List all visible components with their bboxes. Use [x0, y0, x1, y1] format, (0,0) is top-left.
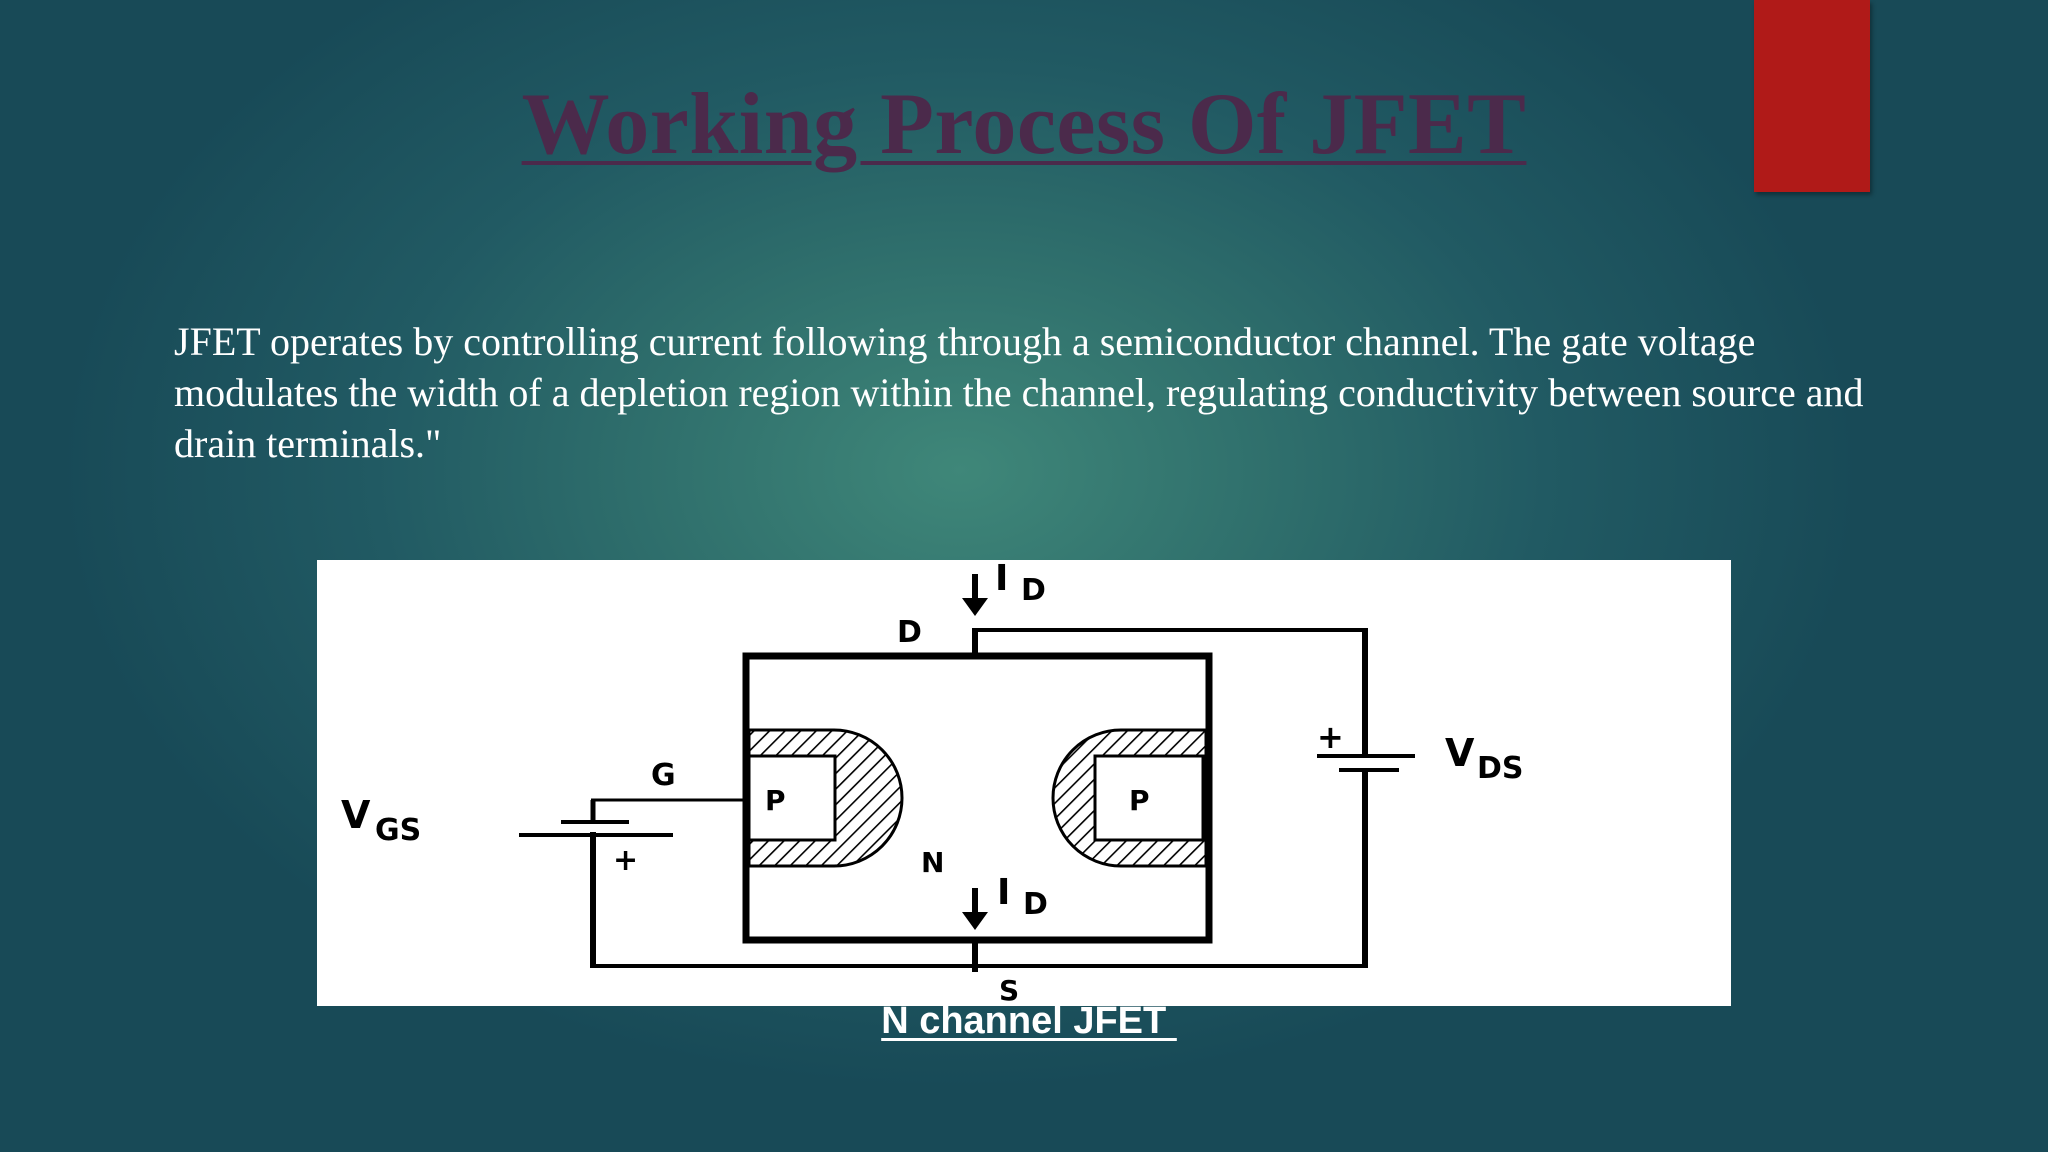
jfet-diagram: I D D G V GS + P P N I D + V DS S	[317, 560, 1731, 1006]
accent-tab	[1754, 0, 1870, 192]
p-right-label: P	[1129, 784, 1150, 817]
gate-label: G	[651, 758, 676, 793]
id-top-label: I	[995, 560, 1008, 599]
id-arrow-top	[962, 574, 988, 616]
vgs-plus-sign: +	[613, 843, 638, 878]
vgs-label: V	[341, 793, 371, 837]
n-channel-label: N	[921, 846, 944, 879]
vds-plus-sign: +	[1317, 718, 1344, 756]
id-top-subscript: D	[1021, 573, 1046, 608]
vgs-subscript: GS	[375, 813, 421, 848]
jfet-circuit-svg: I D D G V GS + P P N I D + V DS S	[341, 560, 1524, 1006]
slide-body-text: JFET operates by controlling current fol…	[174, 319, 1864, 466]
vds-label: V	[1445, 731, 1475, 775]
slide-title: Working Process Of JFET	[521, 76, 1527, 173]
p-region-left	[747, 754, 837, 842]
id-arrow-bottom	[962, 888, 988, 930]
p-left-label: P	[765, 784, 786, 817]
diagram-caption: N channel JFET	[881, 1000, 1177, 1042]
p-region-right	[1093, 754, 1205, 842]
vds-subscript: DS	[1477, 751, 1524, 786]
drain-label: D	[897, 615, 922, 650]
source-label: S	[999, 974, 1019, 1006]
id-bottom-label: I	[997, 872, 1010, 913]
id-bottom-subscript: D	[1023, 887, 1048, 922]
